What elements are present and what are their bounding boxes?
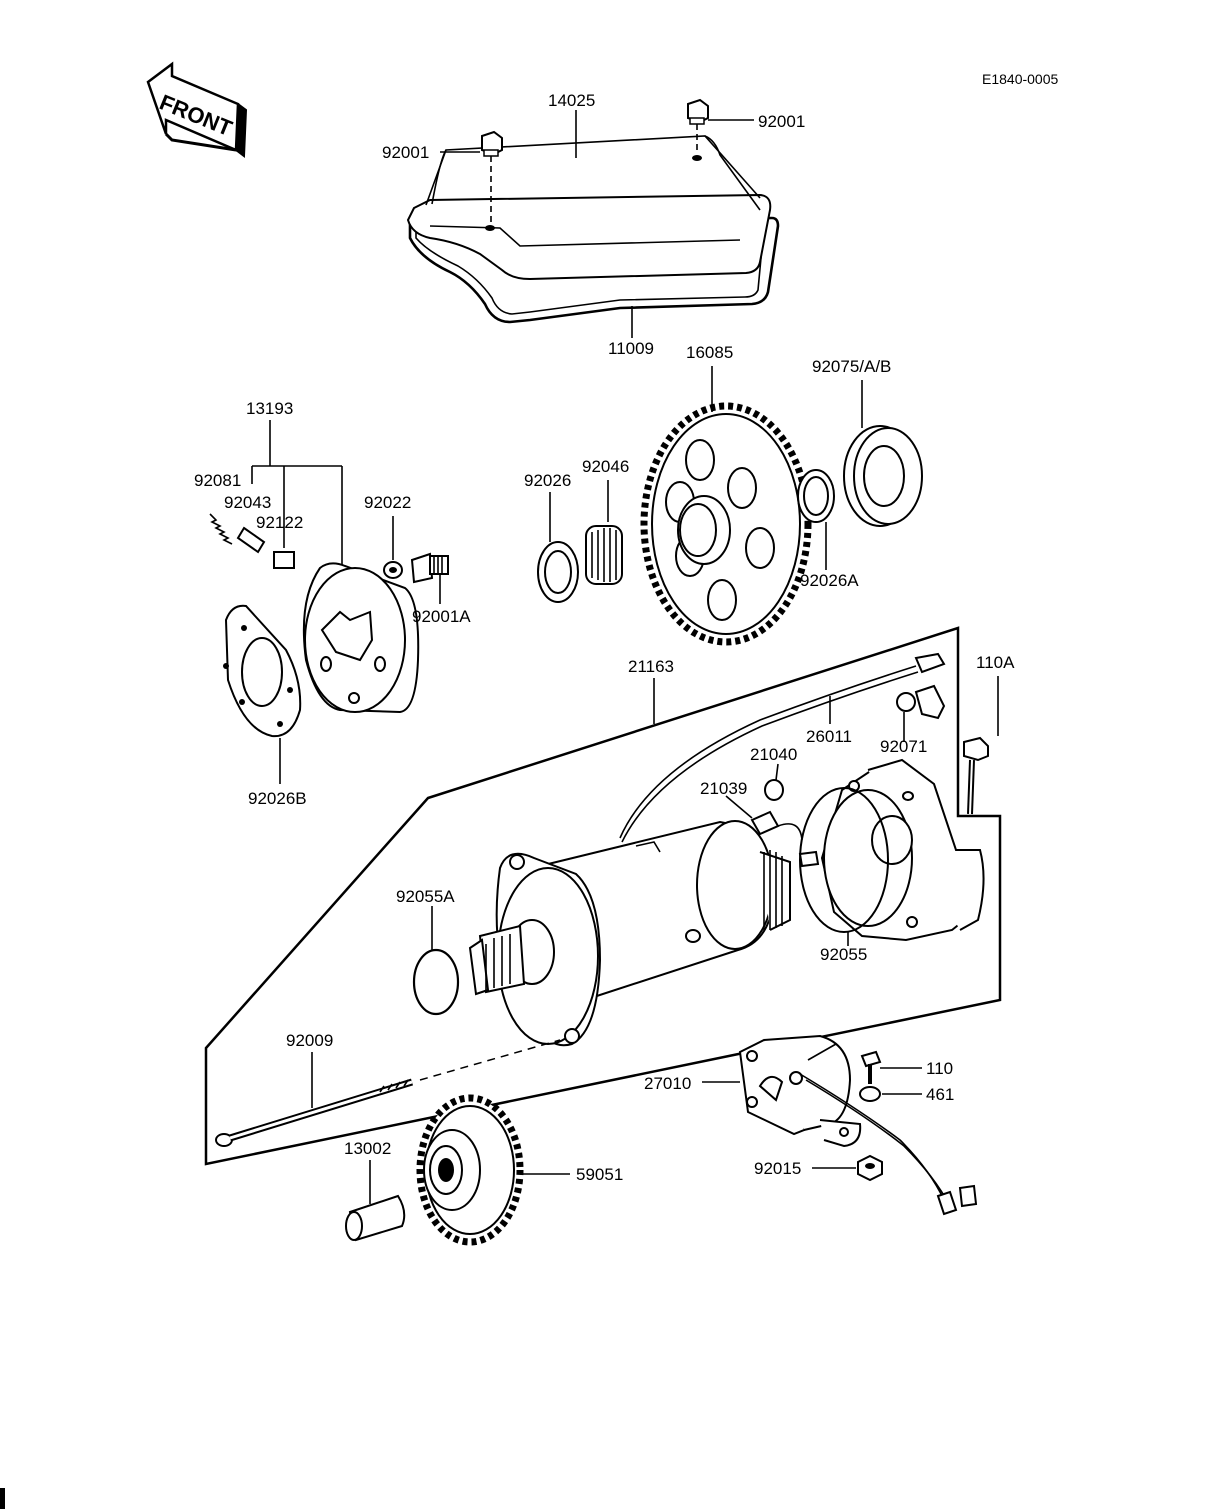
relay-washer (859, 1086, 881, 1102)
washer-92022 (383, 561, 403, 579)
front-arrow-icon: FRONT (146, 61, 248, 158)
label-92009: 92009 (286, 1031, 333, 1050)
cover-bolt-left (481, 130, 503, 222)
label-92015: 92015 (754, 1159, 801, 1178)
through-bolt (215, 1039, 561, 1147)
end-housing (820, 758, 985, 942)
starter-panel-outline (204, 626, 1002, 1166)
cover-gasket (408, 216, 780, 324)
label-92081: 92081 (194, 471, 241, 490)
cover-bolt-right (687, 98, 709, 152)
label-92122: 92122 (256, 513, 303, 532)
clutch-bolt (410, 552, 449, 584)
label-21040: 21040 (750, 745, 797, 764)
starter-motor-body (468, 820, 820, 1047)
label-14025: 14025 (548, 91, 595, 110)
shim-ring (843, 425, 923, 527)
edge-mark (0, 1488, 5, 1509)
label-11009: 11009 (608, 339, 654, 358)
cover-assembly (406, 135, 780, 324)
roller (273, 551, 295, 569)
label-27010: 27010 (644, 1074, 691, 1093)
pin (236, 526, 266, 554)
long-bolt (963, 736, 989, 815)
label-92001-left: 92001 (382, 143, 429, 162)
label-13193: 13193 (246, 399, 293, 418)
cover (406, 193, 772, 281)
o-ring-front (412, 948, 460, 1016)
label-92026B: 92026B (248, 789, 307, 808)
label-92043: 92043 (224, 493, 271, 512)
spring (209, 513, 233, 545)
clutch-gear (640, 402, 812, 646)
label-92075: 92075/A/B (812, 357, 891, 376)
brush-spring (764, 779, 784, 801)
label-13002: 13002 (344, 1139, 391, 1158)
starter-relay (738, 1034, 978, 1216)
clutch-plate (223, 604, 302, 738)
washer-left (537, 541, 579, 603)
relay-nut (857, 1154, 883, 1182)
idle-gear (416, 1094, 524, 1246)
label-21039: 21039 (700, 779, 747, 798)
label-92001-right: 92001 (758, 112, 805, 131)
label-92055: 92055 (820, 945, 867, 964)
lead-wire (619, 652, 946, 843)
label-92026A: 92026A (800, 571, 859, 590)
relay-bolt (860, 1050, 882, 1084)
diagram-code: E1840-0005 (982, 71, 1059, 87)
terminal-cap (896, 684, 946, 720)
label-110A: 110A (976, 653, 1015, 672)
label-92071: 92071 (880, 737, 927, 756)
label-59051: 59051 (576, 1165, 623, 1184)
label-21163: 21163 (628, 657, 674, 676)
label-461: 461 (926, 1085, 954, 1104)
needle-bearing (585, 525, 623, 585)
label-92055A: 92055A (396, 887, 455, 906)
clutch-body (302, 562, 420, 714)
collar (345, 1194, 406, 1242)
label-26011: 26011 (806, 727, 852, 746)
label-92046: 92046 (582, 457, 629, 476)
label-92001A: 92001A (412, 607, 471, 626)
label-110: 110 (926, 1059, 953, 1078)
label-92022: 92022 (364, 493, 411, 512)
label-16085: 16085 (686, 343, 733, 362)
washer-right (797, 469, 835, 523)
label-92026: 92026 (524, 471, 571, 490)
